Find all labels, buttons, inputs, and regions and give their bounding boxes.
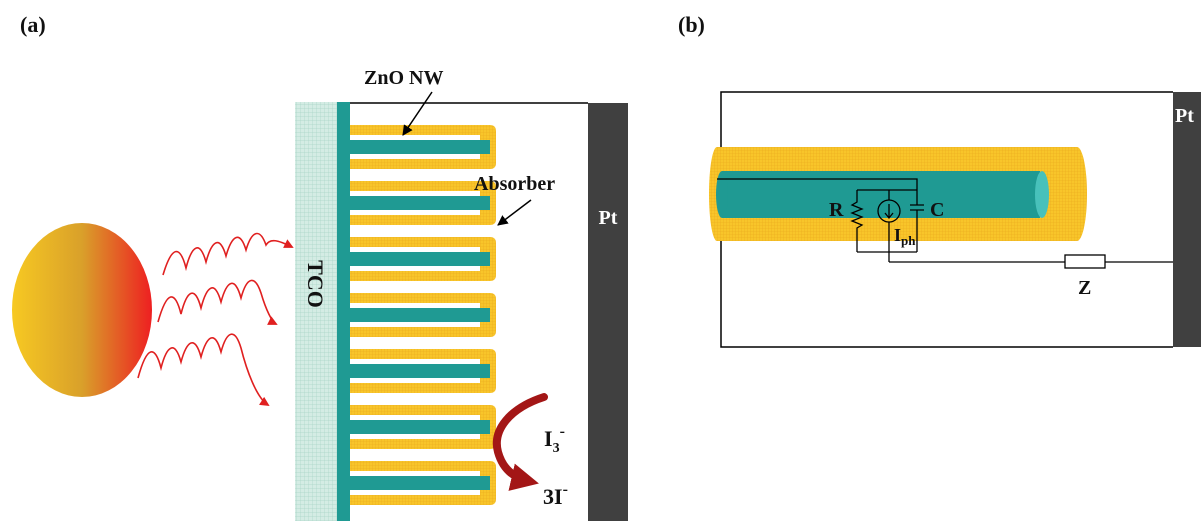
sun bbox=[12, 223, 152, 397]
panel-a: (a) TCO Pt ZnO NW Absorber I3- bbox=[12, 12, 628, 521]
zno-backbone bbox=[337, 102, 350, 521]
zno-nanowire-5 bbox=[350, 364, 490, 378]
light-ray-3 bbox=[137, 333, 270, 407]
absorber-shell-7 bbox=[350, 461, 496, 505]
zno-nanowire-1 bbox=[350, 140, 490, 154]
reaction-top-label: I3- bbox=[544, 423, 565, 456]
pt-label-b: Pt bbox=[1175, 105, 1194, 127]
reaction-bottom-base: 3I bbox=[543, 484, 563, 509]
capacitor-label: C bbox=[930, 199, 944, 221]
absorber-shell-5 bbox=[350, 349, 496, 393]
tco-label: TCO bbox=[303, 260, 328, 308]
pt-electrode-b bbox=[1173, 92, 1201, 347]
light-ray-1 bbox=[162, 232, 294, 276]
absorber-shell-1 bbox=[350, 125, 496, 169]
panel-a-label: (a) bbox=[20, 12, 46, 37]
zno-nanowire-3 bbox=[350, 252, 490, 266]
impedance-z bbox=[1064, 254, 1106, 269]
zno-nanowire-6 bbox=[350, 420, 490, 434]
resistor-label: R bbox=[829, 199, 844, 221]
current-source-sub: ph bbox=[901, 233, 916, 248]
zno-core bbox=[716, 171, 1049, 218]
zno-nanowire-7 bbox=[350, 476, 490, 490]
panel-b-label: (b) bbox=[678, 12, 705, 37]
reaction-bottom-label: 3I- bbox=[543, 481, 568, 509]
tco-layer bbox=[295, 102, 337, 521]
current-source-arrow bbox=[884, 204, 894, 220]
current-source bbox=[877, 199, 901, 223]
reaction-arrow bbox=[492, 393, 548, 491]
zno-nw-label: ZnO NW bbox=[364, 67, 443, 89]
capacitor bbox=[910, 190, 924, 252]
absorber-shell-2 bbox=[350, 181, 496, 225]
reaction-bottom-sup: - bbox=[563, 481, 568, 498]
absorber-label: Absorber bbox=[474, 173, 555, 195]
impedance-label: Z bbox=[1078, 277, 1091, 299]
reaction-top-sub: 3 bbox=[553, 441, 560, 456]
panel-b: (b) bbox=[678, 12, 1201, 348]
resistor bbox=[850, 190, 864, 252]
pt-label-a: Pt bbox=[599, 207, 618, 229]
zno-nanowire-2 bbox=[350, 196, 490, 210]
zno-nanowire-4 bbox=[350, 308, 490, 322]
absorber-shell-3 bbox=[350, 237, 496, 281]
current-source-label: Iph bbox=[894, 225, 916, 248]
current-source-base: I bbox=[894, 225, 901, 245]
absorber-shell-6 bbox=[350, 405, 496, 449]
reaction-top-base: I bbox=[544, 426, 553, 451]
nanowire-array bbox=[350, 125, 496, 505]
light-rays bbox=[137, 232, 294, 407]
zno-nw-pointer bbox=[402, 91, 433, 136]
circuit-wire-top bbox=[717, 178, 918, 190]
absorber-shell-4 bbox=[350, 293, 496, 337]
equivalent-circuit bbox=[717, 178, 1173, 269]
pt-electrode-a bbox=[588, 103, 628, 521]
light-ray-2 bbox=[157, 279, 278, 325]
reaction-top-sup: - bbox=[560, 423, 565, 440]
absorber-pointer bbox=[497, 199, 532, 226]
